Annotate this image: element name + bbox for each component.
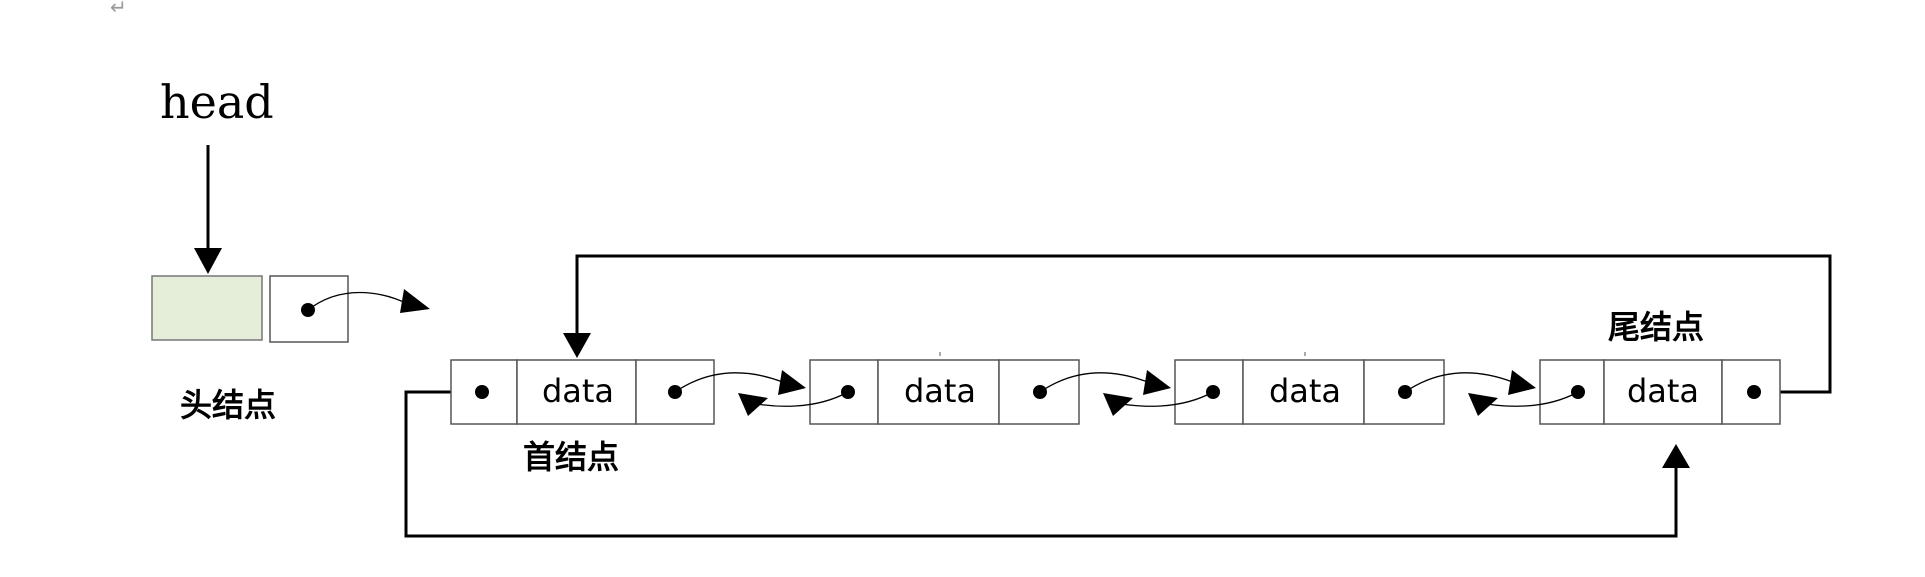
- list-node-3: [1174, 359, 1445, 425]
- list-node-4: [1539, 359, 1781, 425]
- node3-next-arrowhead: [1508, 370, 1536, 395]
- first-prev-to-tail-arrowhead: [1662, 444, 1690, 468]
- node1-next-link: [674, 372, 791, 393]
- list-node-4-data: data: [1627, 372, 1699, 410]
- node3-prev-arrowhead: [1103, 393, 1133, 416]
- head-node-label: 头结点: [180, 386, 276, 424]
- return-mark-icon: ↵: [110, 0, 127, 19]
- node2-next-link: [1039, 372, 1156, 393]
- node2-next-arrowhead: [1143, 370, 1171, 395]
- list-node-1-data: data: [542, 372, 614, 410]
- list-node-3-data: data: [1269, 372, 1341, 410]
- first-prev-to-tail-link: [404, 390, 1678, 538]
- list-node-2: [809, 359, 1080, 425]
- head-label: head: [160, 75, 274, 129]
- node4-prev-arrowhead: [1468, 393, 1498, 416]
- node1-next-arrowhead: [778, 370, 806, 395]
- head-node-data-cell: [151, 275, 263, 341]
- head-pointer-arrowhead: [194, 248, 222, 274]
- first-node-label: 首结点: [523, 438, 619, 476]
- tail-next-to-first-link: [575, 254, 1832, 394]
- node3-next-link: [1404, 372, 1521, 393]
- tail-node-label: 尾结点: [1608, 308, 1704, 346]
- head-node-next-arrowhead: [400, 289, 430, 313]
- tail-next-to-first-arrowhead: [563, 333, 591, 358]
- head-node-next-link: [307, 291, 411, 311]
- list-node-2-data: data: [904, 372, 976, 410]
- node2-prev-arrowhead: [738, 393, 768, 416]
